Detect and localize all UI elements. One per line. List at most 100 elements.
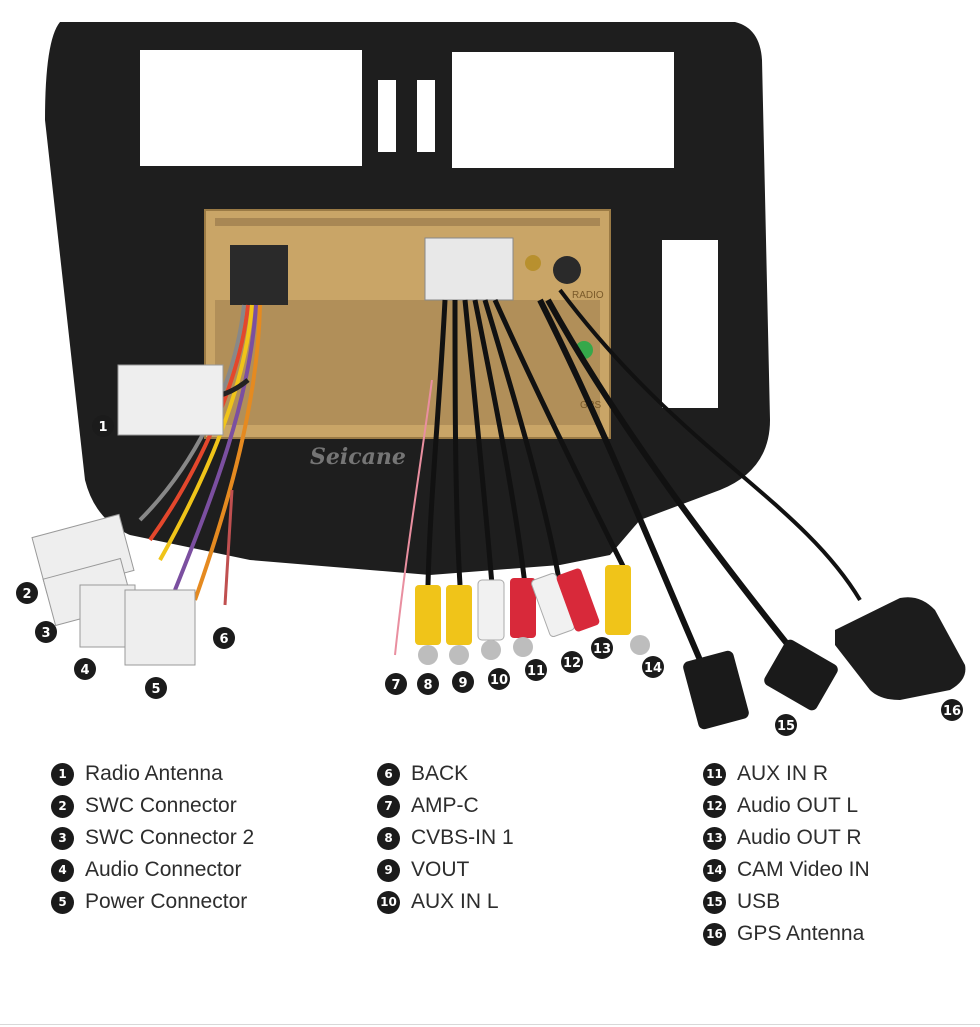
callout-12: 12 xyxy=(561,651,583,673)
legend-label: GPS Antenna xyxy=(737,922,865,945)
svg-text:6: 6 xyxy=(219,632,228,647)
callout-6: 6 xyxy=(213,627,235,649)
main-connector-socket xyxy=(230,245,288,305)
legend-label: CAM Video IN xyxy=(737,858,870,881)
svg-text:15: 15 xyxy=(777,719,795,734)
legend-number: 14 xyxy=(703,858,726,882)
usb-leads xyxy=(537,298,803,662)
legend-number: 10 xyxy=(377,890,400,914)
legend-item: 2 SWC Connector xyxy=(51,790,254,822)
callout-11: 11 xyxy=(525,659,547,681)
amp-c-lead xyxy=(394,379,433,656)
frame-slot-1 xyxy=(378,80,396,152)
legend-item: 10 AUX IN L xyxy=(377,886,514,918)
legend-label: BACK xyxy=(411,762,469,785)
callout-2: 2 xyxy=(16,582,38,604)
legend-number: 4 xyxy=(51,858,74,882)
usb-plug-1 xyxy=(683,650,749,730)
legend-item: 4 Audio Connector xyxy=(51,854,254,886)
svg-text:10: 10 xyxy=(490,673,508,688)
legend-number: 8 xyxy=(377,826,400,850)
legend-label: USB xyxy=(737,890,781,913)
unit-label-radio: RADIO xyxy=(572,290,604,301)
svg-text:3: 3 xyxy=(41,626,50,641)
legend-item: 1 Radio Antenna xyxy=(51,758,254,790)
legend-label: SWC Connector xyxy=(85,794,237,817)
radio-antenna-socket xyxy=(553,256,581,284)
callout-15: 15 xyxy=(775,714,797,736)
svg-text:7: 7 xyxy=(391,678,400,693)
callout-10: 10 xyxy=(488,668,510,690)
legend-number: 5 xyxy=(51,890,74,914)
svg-text:13: 13 xyxy=(593,642,611,657)
wiring-photo: RADIO GPS Seicane xyxy=(16,22,966,736)
bottom-divider xyxy=(0,1024,980,1025)
svg-text:4: 4 xyxy=(80,663,89,678)
svg-text:9: 9 xyxy=(458,676,467,691)
legend-number: 7 xyxy=(377,794,400,818)
legend-column-1: 1 Radio Antenna 2 SWC Connector 3 SWC Conne… xyxy=(51,758,254,918)
callout-9: 9 xyxy=(452,671,474,693)
callout-1: 1 xyxy=(92,415,114,437)
legend: 1 Radio Antenna 2 SWC Connector 3 SWC Conne… xyxy=(0,758,980,958)
radio-antenna-plug xyxy=(117,364,224,436)
watermark: Seicane xyxy=(310,444,406,470)
legend-item: 16 GPS Antenna xyxy=(703,918,870,950)
callout-16: 16 xyxy=(941,699,963,721)
usb-plug-2 xyxy=(764,639,838,711)
legend-item: 14 CAM Video IN xyxy=(703,854,870,886)
callout-14: 14 xyxy=(642,656,664,678)
callout-3: 3 xyxy=(35,621,57,643)
callout-5: 5 xyxy=(145,677,167,699)
legend-label: Audio Connector xyxy=(85,858,242,881)
frame-side-cutout xyxy=(662,240,718,408)
rca-leads xyxy=(425,298,628,586)
svg-text:2: 2 xyxy=(22,587,31,602)
rca-connector-socket xyxy=(424,237,514,301)
legend-label: AUX IN L xyxy=(411,890,499,913)
rca-plugs xyxy=(415,565,650,665)
svg-text:5: 5 xyxy=(151,682,160,697)
svg-text:16: 16 xyxy=(943,704,961,719)
gps-lead xyxy=(558,288,862,602)
power-connector-plug xyxy=(124,589,196,666)
legend-number: 16 xyxy=(703,922,726,946)
legend-number: 6 xyxy=(377,762,400,786)
legend-item: 3 SWC Connector 2 xyxy=(51,822,254,854)
legend-label: Audio OUT L xyxy=(737,794,859,817)
callout-7: 7 xyxy=(385,673,407,695)
frame-cutout-left xyxy=(140,50,362,166)
legend-number: 12 xyxy=(703,794,726,818)
legend-item: 7 AMP-C xyxy=(377,790,514,822)
legend-number: 3 xyxy=(51,826,74,850)
legend-number: 11 xyxy=(703,762,726,786)
photo-callouts: 1 2 3 4 5 6 7 8 9 10 11 12 13 14 15 16 xyxy=(16,415,963,736)
back-lead xyxy=(223,489,234,606)
legend-item: 12 Audio OUT L xyxy=(703,790,870,822)
svg-text:14: 14 xyxy=(644,661,662,676)
legend-item: 8 CVBS-IN 1 xyxy=(377,822,514,854)
svg-text:1: 1 xyxy=(98,420,107,435)
svg-text:12: 12 xyxy=(563,656,581,671)
legend-label: Radio Antenna xyxy=(85,762,223,785)
legend-item: 15 USB xyxy=(703,886,870,918)
legend-number: 2 xyxy=(51,794,74,818)
svg-text:11: 11 xyxy=(527,664,545,679)
legend-label: CVBS-IN 1 xyxy=(411,826,514,849)
legend-label: AMP-C xyxy=(411,794,479,817)
legend-number: 15 xyxy=(703,890,726,914)
chassis-vents xyxy=(215,218,600,425)
gps-socket xyxy=(525,255,541,271)
legend-item: 6 BACK xyxy=(377,758,514,790)
gps-antenna-puck xyxy=(835,597,966,700)
frame-slot-2 xyxy=(417,80,435,152)
legend-label: SWC Connector 2 xyxy=(85,826,255,849)
legend-number: 1 xyxy=(51,762,74,786)
legend-label: VOUT xyxy=(411,858,470,881)
